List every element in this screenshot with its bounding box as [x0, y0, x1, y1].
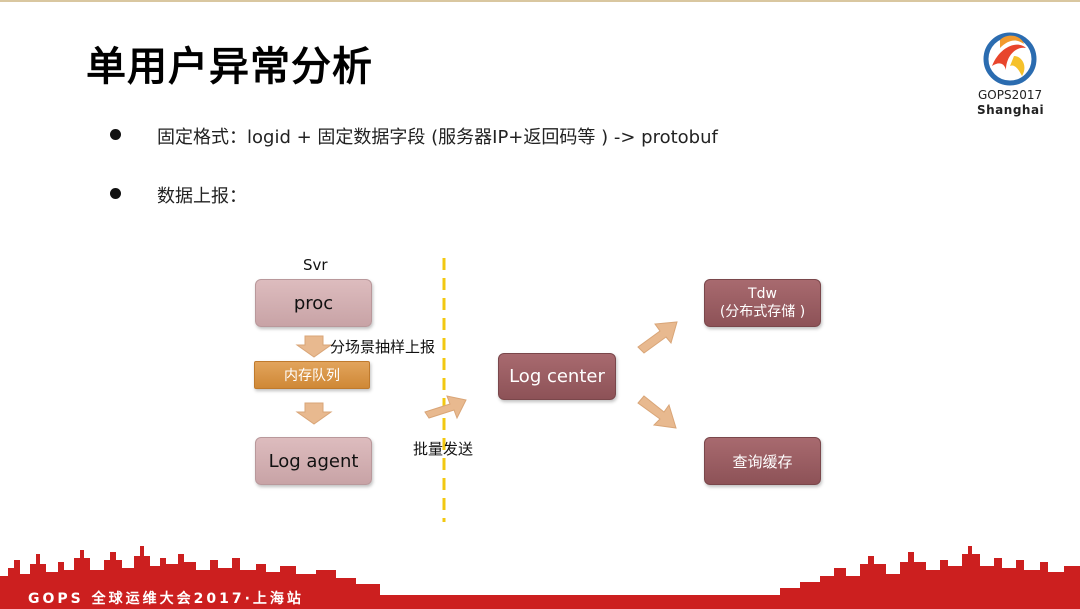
query-cache-label: 查询缓存 — [732, 452, 793, 471]
batch-send-label: 批量发送 — [413, 440, 474, 458]
log-center-box: Log center — [498, 353, 616, 400]
tdw-label: Tdw — [748, 286, 777, 302]
gops-logo-icon — [983, 32, 1037, 86]
bullet-dot — [110, 188, 121, 199]
proc-box: proc — [255, 279, 372, 327]
slide-title: 单用户异常分析 — [86, 44, 373, 90]
log-agent-label: Log agent — [268, 450, 359, 472]
up-right-arrow-icon — [637, 321, 678, 354]
log-agent-box: Log agent — [255, 437, 372, 485]
bullet-dot — [110, 129, 121, 140]
bullet-format: 固定格式：logid + 固定数据字段 (服务器IP+返回码等 ) -> pro… — [157, 127, 718, 148]
log-center-label: Log center — [509, 366, 605, 387]
footer-event-name: GOPS 全球运维大会2017·上海站 — [28, 591, 304, 607]
down-arrow-icon — [295, 335, 333, 358]
proc-label: proc — [293, 292, 334, 314]
down-arrow-icon — [295, 402, 333, 425]
tdw-sublabel: (分布式存储 ) — [719, 304, 806, 320]
down-right-arrow-icon — [637, 395, 677, 429]
city-skyline-footer — [0, 546, 1080, 609]
svr-label: Svr — [303, 256, 328, 274]
bullet-report: 数据上报： — [157, 186, 247, 207]
query-cache-box: 查询缓存 — [704, 437, 821, 485]
right-arrow-icon — [424, 395, 467, 420]
memory-queue-box: 内存队列 — [254, 361, 370, 389]
logo-text-city: Shanghai — [977, 103, 1045, 117]
memory-queue-label: 内存队列 — [284, 368, 340, 384]
sample-report-label: 分场景抽样上报 — [330, 338, 436, 356]
logo-text-year: GOPS2017 — [978, 88, 1043, 102]
tdw-box: Tdw (分布式存储 ) — [704, 279, 821, 327]
top-border — [0, 0, 1080, 2]
